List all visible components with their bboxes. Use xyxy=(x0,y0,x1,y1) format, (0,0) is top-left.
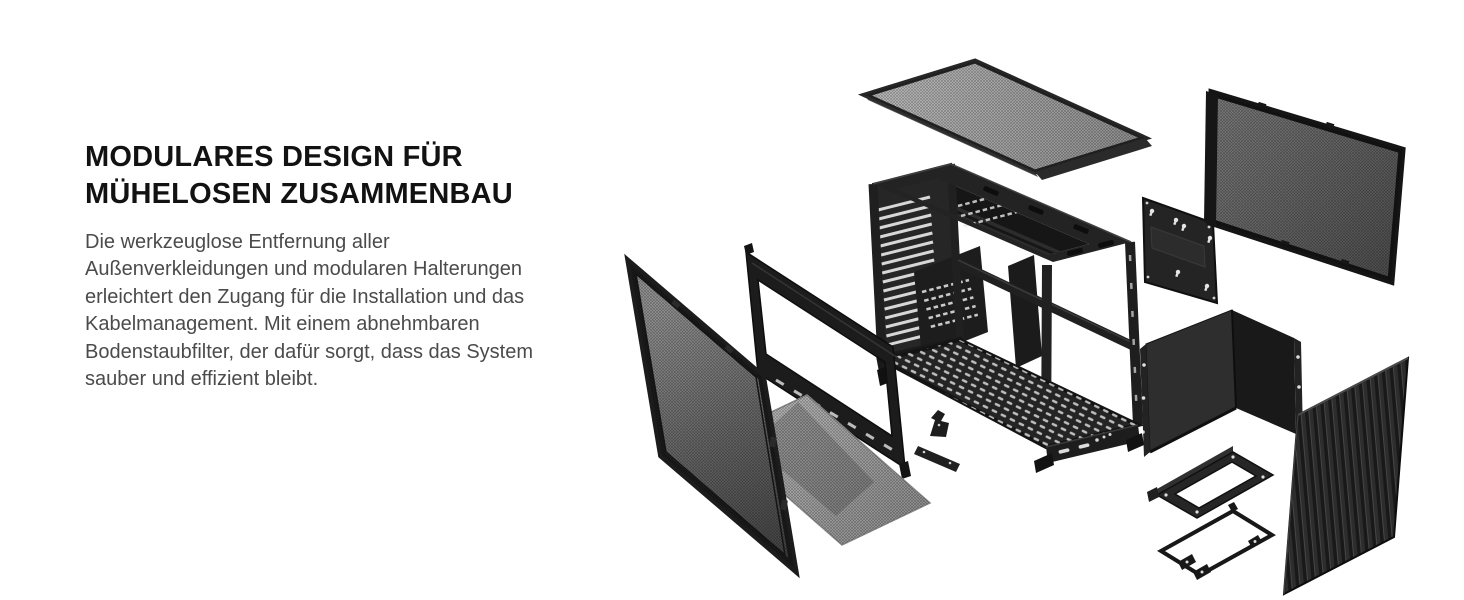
plate-screw-hole xyxy=(948,461,952,465)
wire-bracket-holes xyxy=(1185,540,1257,574)
gpu-bracket-hole xyxy=(937,423,941,427)
accessory-cover-plate xyxy=(914,446,960,472)
reset-button xyxy=(1108,433,1112,436)
heading-line-2: MÜHELOSEN ZUSAMMENBAU xyxy=(85,178,513,210)
chassis-pillar-rear-left xyxy=(868,183,887,361)
psu-bracket-bottom-fold xyxy=(1149,406,1237,454)
gpu-support-bracket xyxy=(930,410,949,437)
plate-screw-hole xyxy=(922,450,926,454)
side-panel-frame xyxy=(744,243,911,479)
right-panel-mesh xyxy=(1210,93,1402,281)
top-ring-slots xyxy=(983,186,1114,256)
wire-bracket-hook-top xyxy=(1228,502,1238,512)
psu-bracket xyxy=(1140,309,1303,457)
psu-bracket-right-wall xyxy=(1232,310,1296,434)
top-panel-lip xyxy=(1035,138,1152,180)
ribbed-panel-left-edge xyxy=(1283,414,1299,595)
top-mesh-panel xyxy=(857,58,1153,180)
right-panel-tabs xyxy=(1257,101,1350,266)
body-line-2: Außenverkleidungen und modularen Halteru… xyxy=(85,258,522,281)
heading-line-1: MODULARES DESIGN FÜR xyxy=(85,141,463,173)
mounting-bracket-plate xyxy=(1141,196,1219,305)
body-line-3: erleichtert den Zugang für die Installat… xyxy=(85,285,525,308)
audio-jack xyxy=(1095,438,1099,442)
chassis-front-left-foot xyxy=(1034,453,1054,473)
frame-tab xyxy=(744,243,754,255)
chassis-frame xyxy=(868,162,1144,473)
usb-c-port xyxy=(1058,448,1070,454)
left-panel-mesh xyxy=(630,264,794,568)
feature-description: Die werkzeuglose Entfernung aller Außenv… xyxy=(85,229,605,393)
frame-vent-slots xyxy=(775,378,897,454)
psu-mounting-frame xyxy=(1147,446,1275,519)
psu-frame-tab xyxy=(1147,487,1159,502)
frame-foot xyxy=(899,461,911,479)
psu-frame-screw-holes xyxy=(1164,455,1265,514)
ribbed-front-panel xyxy=(1282,356,1410,596)
psu-bracket-ridge xyxy=(1231,309,1237,409)
power-button xyxy=(1102,435,1106,439)
body-line-6: sauber und effizient bleibt. xyxy=(85,368,319,391)
vent-louvers xyxy=(877,195,940,347)
body-line-4: Kabelmanagement. Mit einem abnehmbaren xyxy=(85,313,480,336)
left-mesh-side-panel xyxy=(624,253,800,579)
chassis-pillar-front-right xyxy=(1125,241,1143,426)
top-mesh-panel-mesh xyxy=(865,61,1145,172)
bottom-tray-perforation xyxy=(882,340,1138,447)
left-panel-inner-frame xyxy=(634,272,787,557)
psu-frame-lip xyxy=(1157,446,1233,495)
keyhole-slots xyxy=(1149,208,1213,292)
usb-c-port xyxy=(1078,443,1090,449)
chassis-front-io-bar xyxy=(1045,424,1140,463)
bracket-recess xyxy=(1150,226,1206,268)
interior-shroud-wall xyxy=(1008,255,1042,368)
cable-grommet-rows-mid xyxy=(921,278,979,329)
feature-heading: MODULARES DESIGN FÜR MÜHELOSEN ZUSAMMENB… xyxy=(85,139,585,213)
body-line-5: Bodenstaubfilter, der dafür sorgt, dass … xyxy=(85,340,534,363)
chassis-pillar-rear-right xyxy=(947,163,964,341)
right-mesh-side-panel xyxy=(1204,88,1406,286)
dust-filter-shadow xyxy=(752,402,874,516)
bracket-screw-holes xyxy=(1145,201,1216,300)
wire-support-bracket xyxy=(1157,502,1276,580)
ribbed-panel-top-edge xyxy=(1297,357,1409,416)
frame-top-rail-detail xyxy=(751,262,899,359)
right-panel-frame-bar xyxy=(1204,91,1218,226)
body-line-1: Die werkzeuglose Entfernung aller xyxy=(85,231,390,253)
left-panel-tabs xyxy=(671,299,788,511)
chassis-front-right-foot xyxy=(1126,433,1144,452)
psu-bracket-left-flange xyxy=(1140,344,1150,457)
top-panel-near-edge xyxy=(865,95,1038,177)
top-ring-highlight xyxy=(872,163,1132,243)
